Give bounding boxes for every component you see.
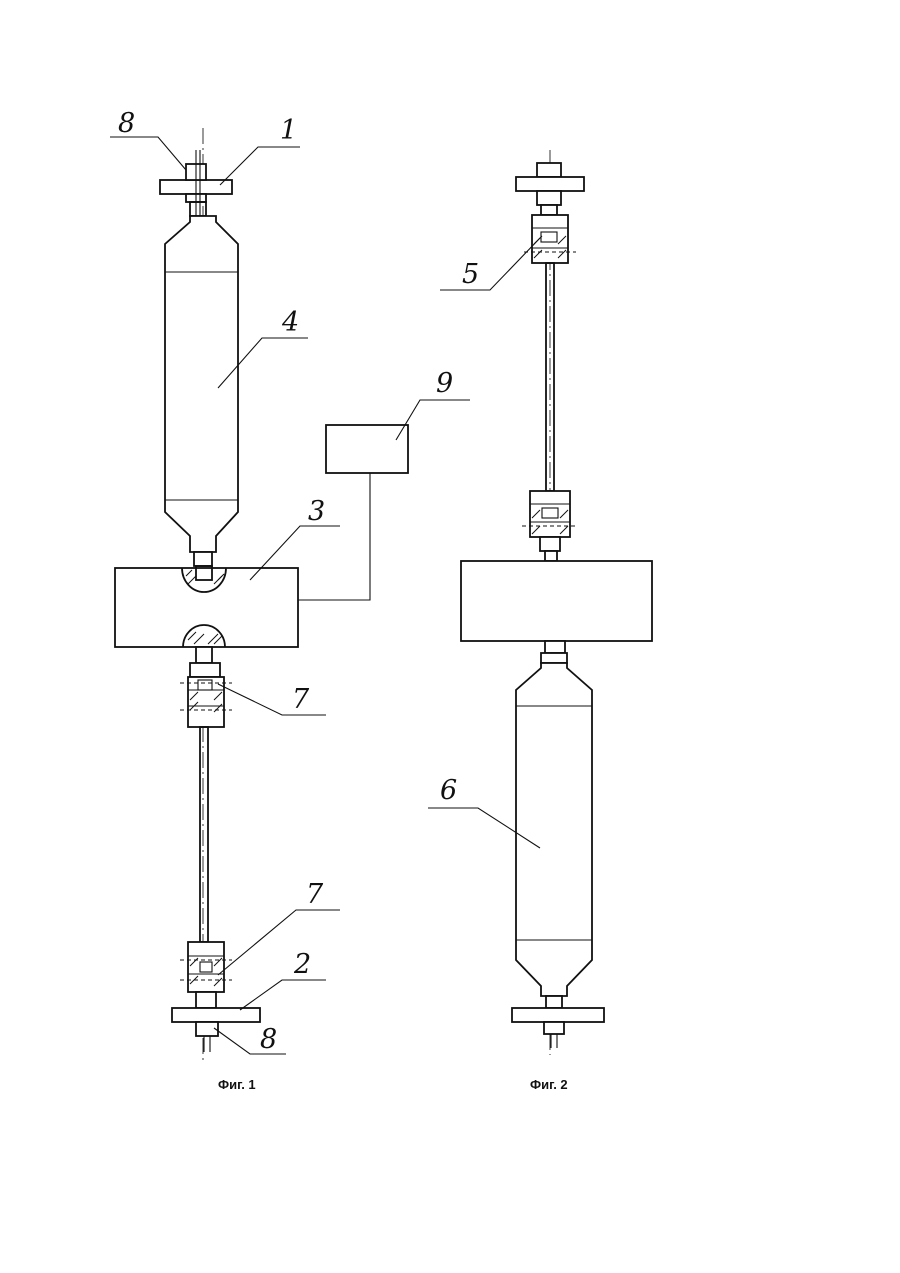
figure-1-caption: Фиг. 1 [218, 1077, 256, 1092]
fig2-bottom-plate [512, 1008, 604, 1048]
label-2: 2 [293, 949, 311, 980]
fig2-body [461, 561, 652, 641]
figure-1 [110, 128, 470, 1062]
fig1-specimen-rod [200, 727, 208, 942]
fig2-top-plate [516, 163, 584, 205]
fig2-lower-stem [546, 996, 562, 1008]
fig1-top-plate [160, 150, 232, 216]
label-7-lower: 7 [306, 879, 324, 910]
label-8-bottom: 8 [260, 1024, 277, 1055]
label-1: 1 [280, 115, 297, 146]
fig1-upper-stem [190, 202, 206, 216]
fig2-cylinder [516, 663, 592, 996]
label-8-top: 8 [118, 108, 135, 139]
fig2-lower-grip [522, 491, 578, 561]
fig1-lower-grip [180, 942, 232, 1008]
label-4: 4 [281, 307, 299, 338]
fig1-cylinder [165, 216, 238, 552]
label-6: 6 [440, 775, 457, 806]
fig2-upper-grip [524, 205, 576, 263]
fig1-recorder-box [326, 425, 408, 473]
label-3: 3 [308, 496, 325, 527]
figure-2-caption: Фиг. 2 [530, 1077, 568, 1092]
fig1-signal-line [298, 473, 370, 600]
fig2-body-stem [545, 641, 565, 653]
label-9: 9 [436, 368, 453, 399]
label-7-upper: 7 [292, 684, 310, 715]
label-5: 5 [462, 259, 479, 290]
fig1-cylinder-stem [194, 552, 212, 566]
